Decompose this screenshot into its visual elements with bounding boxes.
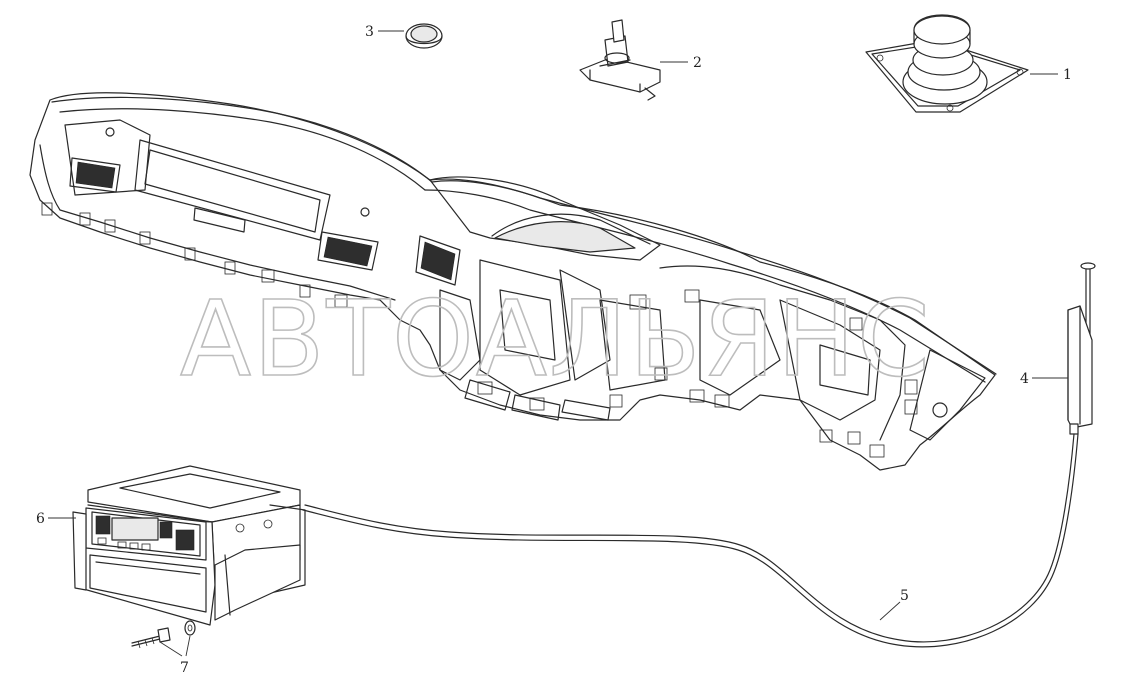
callout-2: 2: [693, 55, 702, 71]
part-6-radio: [72, 465, 306, 626]
callout-6: 6: [36, 511, 45, 527]
part-1-boot: [865, 14, 1029, 113]
watermark-text: АВТОАЛЬЯНС: [180, 278, 932, 400]
center-air-vent: [317, 231, 379, 271]
leader-7a: [159, 641, 183, 657]
callout-3: 3: [365, 24, 374, 40]
center-right-air-vent: [415, 235, 461, 286]
leader-lines: [48, 30, 1068, 657]
callout-1: 1: [1063, 67, 1072, 83]
dashboard-panel: [29, 92, 997, 471]
part-7-screw: [131, 620, 196, 649]
callout-5: 5: [900, 588, 909, 604]
part-3-plug: [405, 23, 443, 49]
callout-7: 7: [180, 660, 189, 676]
leader-5: [879, 601, 901, 621]
callout-labels: 1 2 3 4 5 6 7: [36, 24, 1072, 676]
leader-7b: [185, 635, 191, 657]
part-2-clip: [579, 19, 661, 101]
part-5-cable: [302, 433, 1079, 648]
callout-4: 4: [1020, 371, 1029, 387]
left-air-vent: [69, 157, 121, 193]
part-4-lever: [1067, 262, 1096, 435]
